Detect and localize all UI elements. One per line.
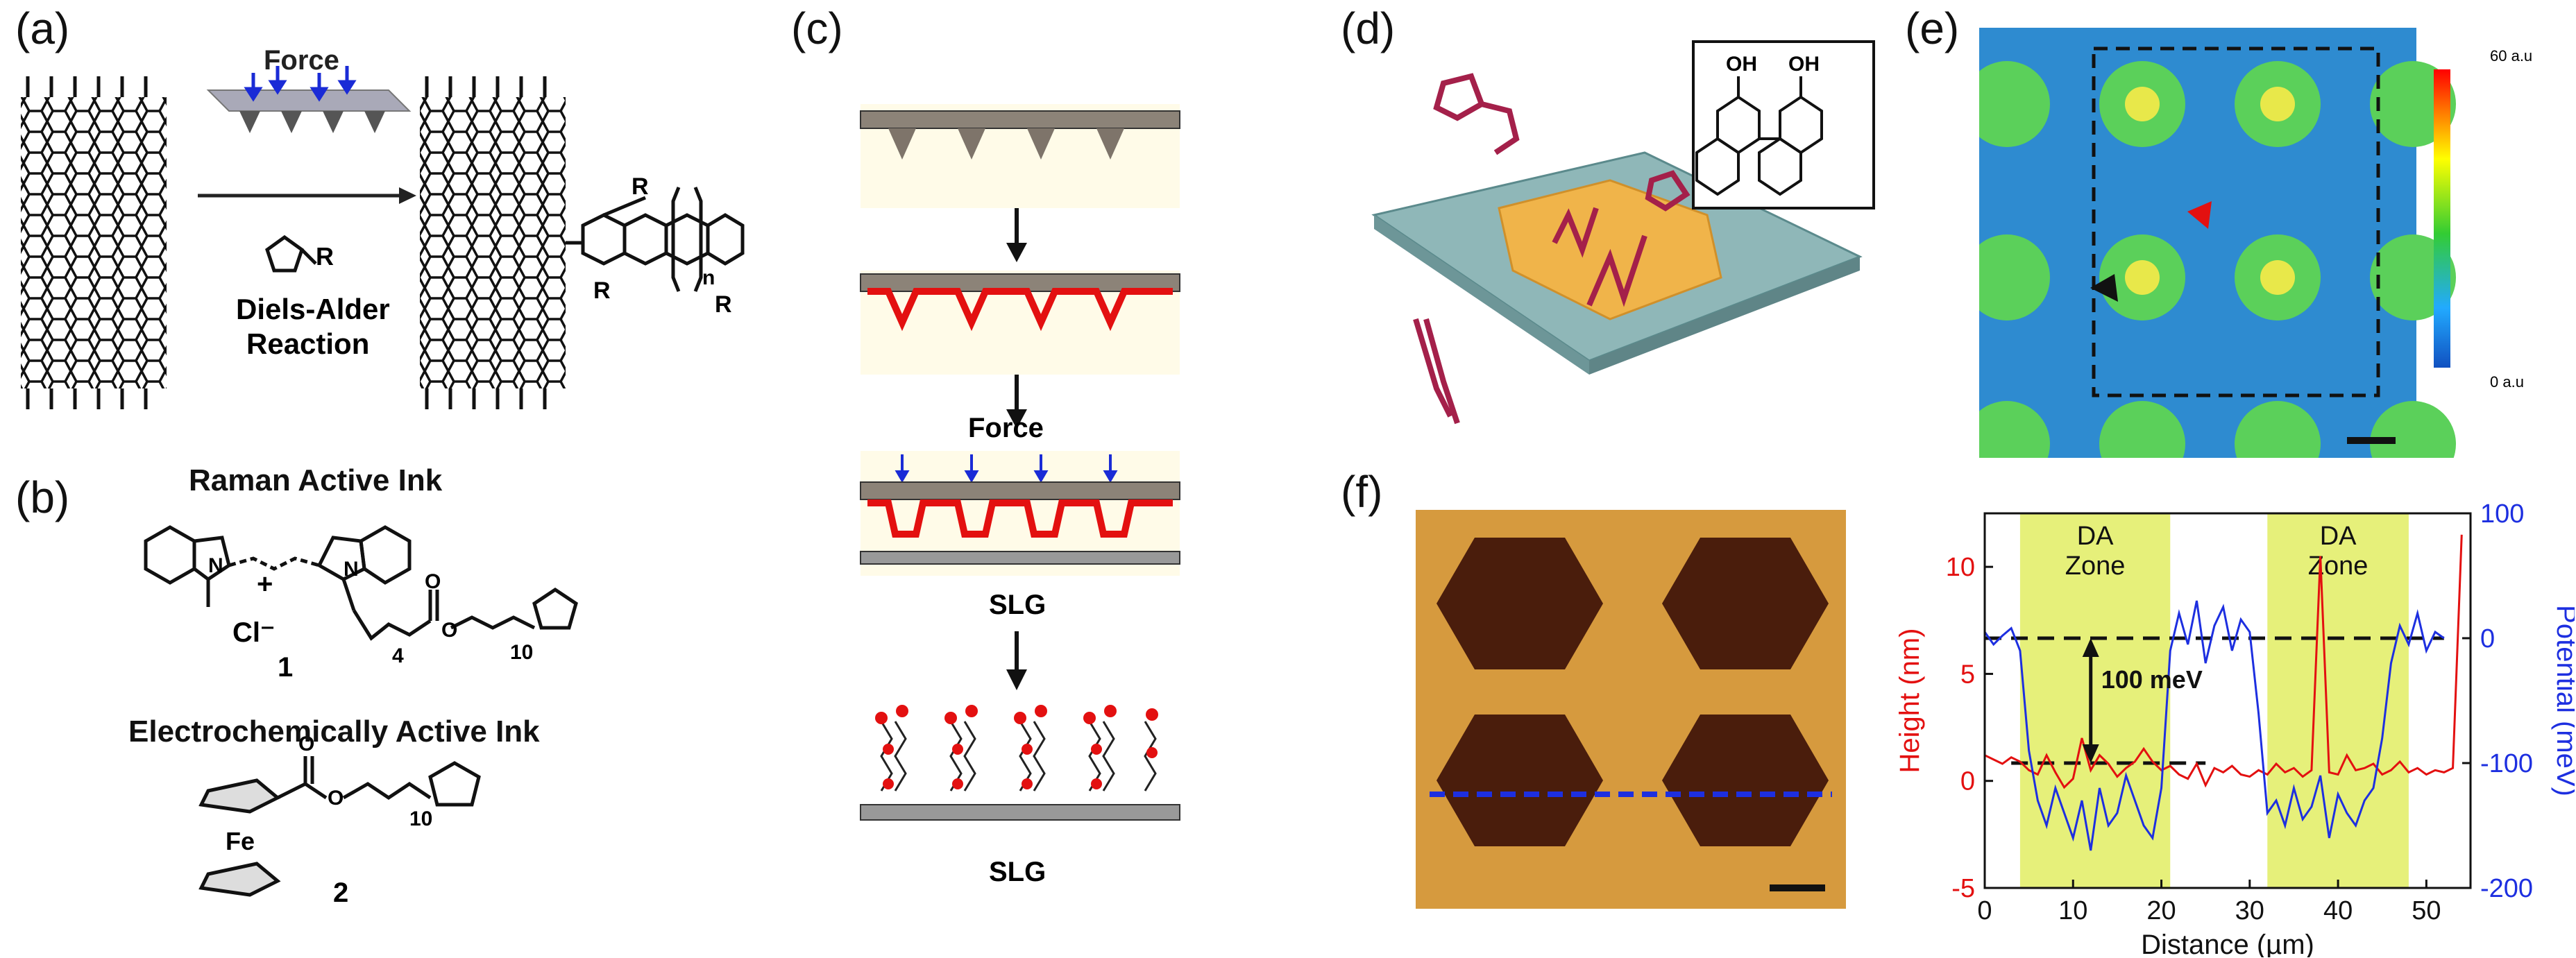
panel-d-figure: OH OH	[1371, 40, 1875, 425]
zone-label-1-line2: Zone	[2308, 551, 2369, 581]
svg-text:R: R	[316, 242, 334, 271]
hexagon-dark-4	[1662, 715, 1829, 846]
panel-b-label: (b)	[15, 472, 70, 522]
series-line-left	[1984, 534, 2463, 789]
graphene-sheet-right	[420, 76, 566, 409]
y-right-axis-label: Potential (meV)	[2551, 605, 2575, 796]
echem-ink-title: Electrochemically Active Ink	[128, 715, 540, 749]
scale-bar-e	[2347, 437, 2396, 444]
series-line-right	[1983, 600, 2445, 851]
svg-text:N: N	[208, 554, 223, 577]
x-tick-label: 0	[1977, 896, 1992, 925]
slg-label-2: SLG	[989, 857, 1046, 887]
panel-f-afm-image	[1416, 510, 1846, 909]
panel-a-figure: Force R Diels-Alder Reaction R R R n	[21, 49, 745, 409]
plot-frame	[1983, 512, 2472, 889]
compound-1-label: 1	[278, 652, 293, 683]
panel-b-figure: N N + O O Cl⁻ 1 4 10 O O Fe 10 2	[144, 525, 578, 908]
cyanine-dye-structure	[144, 525, 578, 641]
ferrocene-structure	[198, 756, 481, 897]
force-label-c: Force	[968, 413, 1044, 443]
svg-text:O: O	[298, 733, 314, 755]
y-left-axis-label: Height (nm)	[1895, 628, 1925, 773]
y-left-tick-label: -5	[1951, 874, 1975, 903]
binaphthol-structure	[1695, 76, 1823, 196]
diels-alder-adduct	[566, 187, 745, 292]
y-left-tick-label: 10	[1946, 553, 1975, 582]
panel-e-kpfm-map	[1979, 28, 2456, 458]
panel-c-figure: Force SLG SLG	[860, 104, 1180, 887]
annotation-arrowhead-up	[2082, 638, 2099, 657]
stamp-pyramids	[206, 89, 412, 133]
panel-a-label: (a)	[15, 3, 70, 53]
cyclopentadiene-icon	[265, 234, 317, 273]
x-tick-label: 10	[2058, 896, 2087, 925]
y-left-tick-label: 0	[1960, 767, 1975, 796]
zone-band-1	[2267, 513, 2409, 888]
panel-f-label: (f)	[1341, 467, 1383, 517]
reaction-name-1: Diels-Alder	[236, 293, 390, 325]
scale-bar-f	[1770, 884, 1825, 891]
svg-text:n: n	[702, 266, 715, 289]
colorbar	[2434, 69, 2450, 368]
x-tick-label: 50	[2412, 896, 2441, 925]
zone-label-0-line1: DA	[2077, 522, 2114, 551]
svg-text:R: R	[593, 277, 611, 304]
svg-text:O: O	[441, 619, 457, 642]
y-right-tick-label: -100	[2480, 749, 2533, 778]
y-right-tick-label: 0	[2480, 624, 2495, 653]
zone-label-0-line2: Zone	[2065, 551, 2126, 581]
oh-label-2: OH	[1788, 53, 1820, 76]
y-right-tick-label: 100	[2480, 499, 2524, 529]
force-label-a: Force	[264, 49, 339, 76]
counterion: Cl⁻	[232, 617, 275, 648]
y-right-tick-label: -200	[2480, 874, 2533, 903]
reaction-name-2: Reaction	[246, 327, 369, 360]
hexagon-dark-3	[1437, 715, 1603, 846]
slg-label-1: SLG	[989, 590, 1046, 620]
x-tick-label: 40	[2323, 896, 2353, 925]
svg-text:O: O	[425, 570, 441, 593]
svg-text:R: R	[715, 291, 732, 318]
panel-e-label: (e)	[1905, 3, 1960, 53]
svg-text:+: +	[257, 569, 273, 599]
zone-label-1-line1: DA	[2320, 522, 2357, 551]
colorbar-min-label: 0 a.u	[2490, 373, 2524, 391]
svg-text:4: 4	[392, 644, 404, 667]
force-arrows-a	[244, 66, 357, 102]
red-marker-icon	[2187, 201, 2212, 229]
annotation-arrowhead-down	[2082, 744, 2099, 763]
y-left-tick-label: 5	[1960, 660, 1975, 689]
x-tick-label: 20	[2146, 896, 2176, 925]
panel-c-label: (c)	[791, 3, 843, 53]
svg-text:O: O	[328, 787, 344, 810]
hexagon-dark-1	[1437, 538, 1603, 669]
iron-label: Fe	[226, 827, 255, 855]
raman-ink-title: Raman Active Ink	[189, 463, 443, 497]
svg-text:10: 10	[510, 641, 533, 664]
oh-label-1: OH	[1726, 53, 1757, 76]
svg-text:N: N	[344, 558, 359, 581]
hexagon-dark-2	[1662, 538, 1829, 669]
compound-2-label: 2	[333, 878, 348, 908]
black-marker-icon	[2090, 274, 2118, 302]
panel-d-label: (d)	[1341, 3, 1396, 53]
graphene-sheet-left	[21, 76, 167, 409]
svg-text:R: R	[632, 173, 649, 200]
colorbar-max-label: 60 a.u	[2490, 47, 2533, 65]
annotation-label: 100 meV	[2101, 665, 2203, 694]
x-axis-label: Distance (µm)	[2141, 930, 2314, 957]
x-tick-label: 30	[2235, 896, 2264, 925]
svg-text:10: 10	[409, 807, 432, 830]
